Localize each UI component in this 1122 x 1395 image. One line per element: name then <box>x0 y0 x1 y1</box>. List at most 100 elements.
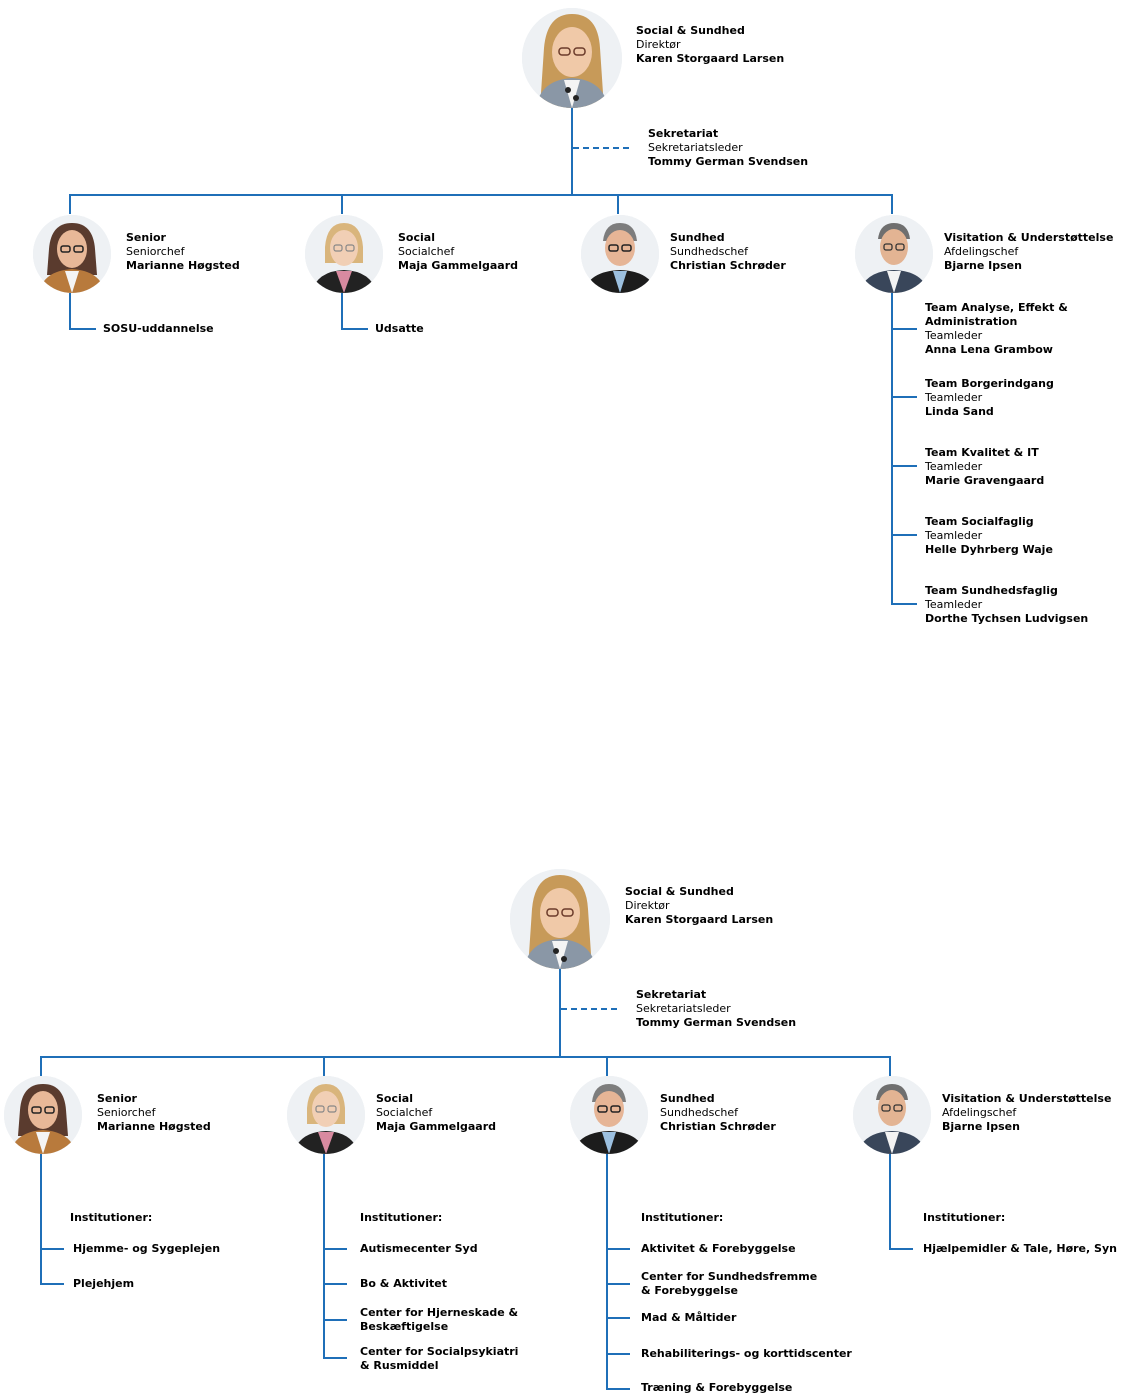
manager-name: Bjarne Ipsen <box>942 1120 1020 1133</box>
manager-name: Marianne Høgsted <box>97 1120 211 1133</box>
team-3: Team Kvalitet & IT Teamleder Marie Grave… <box>925 446 1044 488</box>
institution-item-line2: & Rusmiddel <box>360 1359 439 1372</box>
manager-avatar-social <box>287 1076 365 1154</box>
institution-item-line1: Center for Hjerneskade & <box>360 1306 519 1319</box>
manager-role: Socialchef <box>376 1106 433 1119</box>
manager-avatar-social <box>305 215 383 293</box>
manager-role: Sundhedschef <box>670 245 749 258</box>
team-title-line2: Administration <box>925 315 1018 328</box>
team-leader: Helle Dyhrberg Waje <box>925 543 1053 556</box>
manager-role: Afdelingschef <box>944 245 1019 258</box>
manager-label-senior: Senior Seniorchef Marianne Høgsted <box>97 1092 211 1134</box>
team-2: Team Borgerindgang Teamleder Linda Sand <box>925 377 1054 419</box>
director-label: Social & Sundhed Direktør Karen Storgaar… <box>625 885 773 927</box>
manager-avatar-visitation <box>853 1076 931 1154</box>
secretariat-role: Sekretariatsleder <box>648 141 743 154</box>
senior-inst-tick-2 <box>40 1283 64 1285</box>
team-tick-3 <box>891 465 917 467</box>
senior-unit-hline <box>69 328 96 330</box>
secretariat-name: Tommy German Svendsen <box>648 155 809 168</box>
manager-unit: Sundhed <box>660 1092 715 1105</box>
drop-visitation <box>889 1056 891 1076</box>
secretariat-role: Sekretariatsleder <box>636 1002 731 1015</box>
drop-senior <box>69 194 71 214</box>
institution-item: Mad & Måltider <box>641 1311 737 1324</box>
manager-unit: Senior <box>126 231 166 244</box>
secretariat-label: Sekretariat Sekretariatsleder Tommy Germ… <box>636 988 796 1030</box>
director-unit: Social & Sundhed <box>625 885 734 898</box>
senior-unit: SOSU-uddannelse <box>103 322 214 335</box>
team-role: Teamleder <box>925 598 983 611</box>
org-chart-bottom: Social & Sundhed Direktør Karen Storgaar… <box>4 869 1117 1394</box>
sundhed-inst-tick-5 <box>606 1388 630 1390</box>
manager-unit: Social <box>376 1092 413 1105</box>
institution-item: Hjemme- og Sygeplejen <box>73 1242 221 1255</box>
manager-bus-line <box>40 1056 891 1058</box>
drop-social <box>323 1056 325 1076</box>
institution-item-line2: & Forebyggelse <box>641 1284 738 1297</box>
drop-social <box>341 194 343 214</box>
team-role: Teamleder <box>925 329 983 342</box>
manager-unit: Visitation & Understøttelse <box>942 1092 1112 1105</box>
manager-role: Socialchef <box>398 245 455 258</box>
director-name: Karen Storgaard Larsen <box>636 52 785 65</box>
secretariat-label: Sekretariat Sekretariatsleder Tommy Germ… <box>648 127 808 169</box>
drop-senior <box>40 1056 42 1076</box>
manager-label-social: Social Socialchef Maja Gammelgaard <box>376 1092 496 1134</box>
senior-inst-tick-1 <box>40 1248 64 1250</box>
manager-name: Maja Gammelgaard <box>376 1120 497 1133</box>
institution-item: Bo & Aktivitet <box>360 1277 447 1290</box>
social-unit-vline <box>341 292 343 329</box>
sundhed-inst-tick-2 <box>606 1283 630 1285</box>
team-title: Team Sundhedsfaglig <box>925 584 1058 597</box>
team-role: Teamleder <box>925 460 983 473</box>
institution-item: Rehabiliterings- og korttidscenter <box>641 1347 852 1360</box>
manager-avatar-sundhed <box>581 215 659 293</box>
institution-item: Autismecenter Syd <box>360 1242 478 1255</box>
manager-name: Christian Schrøder <box>660 1120 776 1133</box>
manager-name: Christian Schrøder <box>670 259 786 272</box>
sundhed-inst-tick-4 <box>606 1353 630 1355</box>
institution-item: Plejehjem <box>73 1277 135 1290</box>
team-5: Team Sundhedsfaglig Teamleder Dorthe Tyc… <box>925 584 1088 626</box>
manager-label-sundhed: Sundhed Sundhedschef Christian Schrøder <box>670 231 786 273</box>
team-leader: Marie Gravengaard <box>925 474 1045 487</box>
institutions-heading-sundhed: Institutioner: <box>641 1211 724 1224</box>
institutions-heading-visitation: Institutioner: <box>923 1211 1006 1224</box>
institution-item: Hjælpemidler & Tale, Høre, Syn <box>923 1242 1117 1255</box>
institution-item-line2: Beskæftigelse <box>360 1320 449 1333</box>
team-tick-5 <box>891 603 917 605</box>
team-leader: Linda Sand <box>925 405 994 418</box>
institution-item: Center for Sundhedsfremme & Forebyggelse <box>641 1270 817 1298</box>
institution-item: Aktivitet & Forebyggelse <box>641 1242 796 1255</box>
team-leader: Dorthe Tychsen Ludvigsen <box>925 612 1089 625</box>
director-unit: Social & Sundhed <box>636 24 745 37</box>
director-avatar <box>510 869 610 969</box>
manager-name: Maja Gammelgaard <box>398 259 519 272</box>
manager-avatar-sundhed <box>570 1076 648 1154</box>
visitation-inst-tick-1 <box>889 1248 913 1250</box>
team-tick-1 <box>891 328 917 330</box>
secretariat-unit: Sekretariat <box>648 127 719 140</box>
team-role: Teamleder <box>925 529 983 542</box>
manager-avatar-senior <box>4 1076 82 1154</box>
manager-unit: Social <box>398 231 435 244</box>
social-inst-tick-1 <box>323 1248 347 1250</box>
manager-label-visitation: Visitation & Understøttelse Afdelingsche… <box>944 231 1113 273</box>
director-connector <box>571 108 573 195</box>
sundhed-inst-tick-3 <box>606 1317 630 1319</box>
director-avatar <box>522 8 622 108</box>
social-inst-vline <box>323 1154 325 1358</box>
manager-label-social: Social Socialchef Maja Gammelgaard <box>398 231 518 273</box>
secretariat-name: Tommy German Svendsen <box>636 1016 797 1029</box>
manager-label-sundhed: Sundhed Sundhedschef Christian Schrøder <box>660 1092 776 1134</box>
team-tick-2 <box>891 396 917 398</box>
institution-item: Træning & Forebyggelse <box>641 1381 793 1394</box>
social-unit-hline <box>341 328 368 330</box>
manager-unit: Sundhed <box>670 231 725 244</box>
org-chart-top: Social & Sundhed Direktør Karen Storgaar… <box>33 8 1113 626</box>
manager-role: Seniorchef <box>97 1106 156 1119</box>
team-role: Teamleder <box>925 391 983 404</box>
social-inst-tick-4 <box>323 1357 347 1359</box>
manager-role: Afdelingschef <box>942 1106 1017 1119</box>
